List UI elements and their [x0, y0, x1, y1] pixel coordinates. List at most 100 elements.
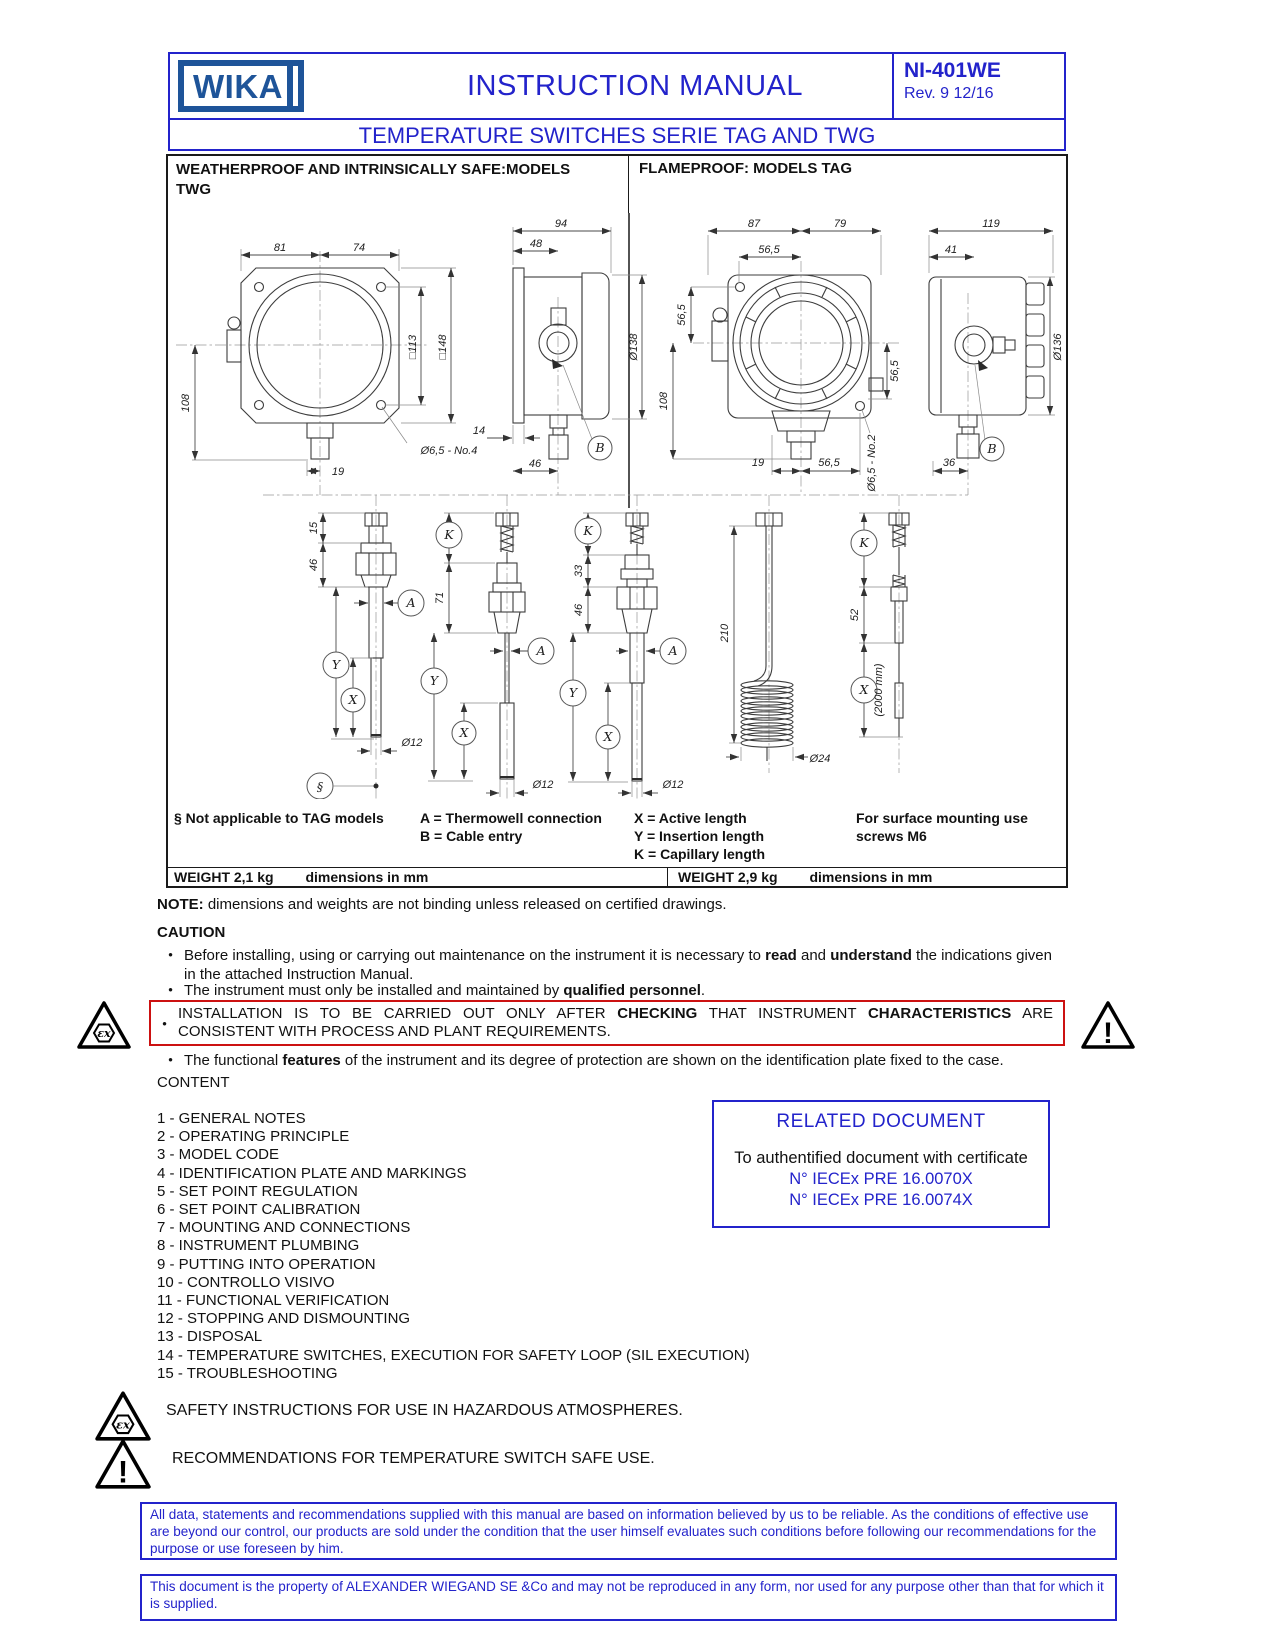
svg-text:56,5: 56,5 — [758, 244, 780, 256]
content-item: 2 - OPERATING PRINCIPLE — [157, 1128, 350, 1146]
legend-mount-2: screws M6 — [856, 828, 927, 844]
legend-mounting: For surface mounting use screws M6 — [856, 809, 1028, 845]
disclaimer-box: All data, statements and recommendations… — [140, 1502, 1117, 1560]
note-label: NOTE: — [157, 896, 204, 913]
panel-header-left: WEATHERPROOF AND INTRINSICALLY SAFE:MODE… — [168, 156, 629, 213]
technical-drawings: 81 74 108 □113 □148 19 Ø6,5 - No.4 — [176, 213, 1064, 799]
probe-remote-capillary: K 52 X (2000 mm) — [849, 495, 910, 773]
safety-instructions-line: SAFETY INSTRUCTIONS FOR USE IN HAZARDOUS… — [166, 1402, 683, 1419]
svg-text:§: § — [317, 779, 324, 794]
content-item: 9 - PUTTING INTO OPERATION — [157, 1255, 376, 1273]
svg-text:46: 46 — [573, 603, 585, 616]
svg-text:87: 87 — [748, 218, 761, 230]
dims-note-right: dimensions in mm — [809, 869, 933, 885]
logo-cell: WIKA — [170, 54, 378, 118]
certificate-number-2: N° IECEx PRE 16.0074X — [789, 1191, 973, 1209]
probe-thermowell-union: K 33 46 A Y X Ø12 — [559, 495, 687, 799]
content-item: 8 - INSTRUMENT PLUMBING — [157, 1237, 360, 1255]
weight-row: WEIGHT 2,1 kg dimensions in mm WEIGHT 2,… — [168, 867, 1066, 887]
svg-text:(2000 mm): (2000 mm) — [873, 663, 885, 717]
caution-bullet-1-text: Before installing, using or carrying out… — [184, 947, 1052, 983]
svg-text:□113: □113 — [407, 334, 419, 359]
svg-text:Ø24: Ø24 — [809, 753, 831, 765]
svg-text:71: 71 — [434, 592, 446, 604]
svg-text:108: 108 — [658, 391, 670, 410]
legend-a: A = Thermowell connection — [420, 810, 602, 826]
doc-number: NI-401WE — [904, 59, 1001, 82]
wika-logo-bar — [286, 66, 293, 106]
twg-front-view: 81 74 108 □113 □148 19 Ø6,5 - No.4 — [176, 242, 477, 495]
svg-text:X: X — [603, 729, 614, 744]
svg-text:14: 14 — [473, 425, 485, 437]
tag-side-view: 119 41 Ø136 36 B — [928, 218, 1064, 495]
recommendations-line: RECOMMENDATIONS FOR TEMPERATURE SWITCH S… — [172, 1450, 655, 1467]
probe-thermowell-plain: 15 46 A Y X § Ø12 — [306, 495, 425, 799]
svg-text:X: X — [348, 692, 359, 707]
dims-note-left: dimensions in mm — [305, 869, 429, 885]
wika-logo: WIKA — [178, 60, 304, 112]
content-item: 5 - SET POINT REGULATION — [157, 1182, 358, 1200]
svg-text:Ø6,5 - No.4: Ø6,5 - No.4 — [420, 445, 478, 457]
svg-text:Ø12: Ø12 — [662, 779, 684, 791]
svg-text:K: K — [582, 523, 593, 538]
content-item: 14 - TEMPERATURE SWITCHES, EXECUTION FOR… — [157, 1346, 750, 1364]
caution-bullet-2: • The instrument must only be installed … — [157, 982, 1065, 1001]
header-table: WIKA INSTRUCTION MANUAL NI-401WE Rev. 9 … — [168, 52, 1066, 151]
ex-atex-warning-icon: εx — [95, 1391, 151, 1441]
bullet-dot: • — [168, 1052, 173, 1067]
note-line: NOTE: dimensions and weights are not bin… — [157, 896, 1069, 915]
probe-capillary-bulb: K 71 A Y X Ø12 — [420, 495, 555, 799]
twg-side-view: 94 48 14 46 Ø138 B — [473, 218, 647, 495]
legend-b: B = Cable entry — [420, 828, 523, 844]
panel-header-row: WEATHERPROOF AND INTRINSICALLY SAFE:MODE… — [168, 156, 1066, 213]
panel-header-right: FLAMEPROOF: MODELS TAG — [639, 160, 853, 177]
header-row-1: WIKA INSTRUCTION MANUAL NI-401WE Rev. 9 … — [170, 54, 1064, 120]
legend-xyk: X = Active length Y = Insertion length K… — [634, 809, 765, 863]
caution-title: CAUTION — [157, 924, 226, 941]
svg-text:X: X — [459, 725, 470, 740]
content-item: 12 - STOPPING AND DISMOUNTING — [157, 1310, 411, 1328]
svg-text:!: ! — [118, 1455, 128, 1490]
svg-text:46: 46 — [529, 458, 542, 470]
caution-bullet-4: • The functional features of the instrum… — [157, 1052, 1065, 1071]
svg-text:56,5: 56,5 — [818, 457, 840, 469]
svg-text:81: 81 — [274, 242, 286, 254]
svg-text:A: A — [535, 643, 545, 658]
wika-logo-text: WIKA — [193, 67, 283, 105]
probe-coiled-capillary: 210 Ø24 — [719, 495, 830, 773]
svg-text:36: 36 — [943, 457, 956, 469]
related-document-box: RELATED DOCUMENT To authentified documen… — [712, 1100, 1050, 1228]
caution-bullet-3-text: INSTALLATION IS TO BE CARRIED OUT ONLY A… — [178, 1004, 1053, 1041]
legend-note-sign: § Not applicable to TAG models — [174, 810, 384, 826]
svg-text:210: 210 — [719, 623, 731, 643]
weight-right-cell: WEIGHT 2,9 kg dimensions in mm — [668, 868, 1066, 887]
svg-text:19: 19 — [332, 466, 344, 478]
exclamation-warning-icon: ! — [95, 1439, 151, 1490]
svg-text:□148: □148 — [437, 334, 449, 360]
legend-ab: A = Thermowell connection B = Cable entr… — [420, 809, 602, 845]
svg-text:Ø6,5 - No.2: Ø6,5 - No.2 — [866, 435, 878, 493]
content-item: 1 - GENERAL NOTES — [157, 1110, 306, 1127]
svg-text:19: 19 — [752, 457, 764, 469]
svg-text:108: 108 — [180, 393, 192, 412]
svg-text:K: K — [858, 535, 869, 550]
document-title: INSTRUCTION MANUAL — [466, 69, 804, 102]
related-document-line: To authentified document with certificat… — [734, 1149, 1028, 1167]
legend-x: X = Active length — [634, 810, 747, 826]
svg-text:Y: Y — [430, 673, 440, 688]
doc-number-cell: NI-401WE Rev. 9 12/16 — [892, 54, 1064, 118]
tag-front-view: 87 79 56,5 56,5 108 56,5 19 56,5 — [658, 218, 901, 495]
svg-text:94: 94 — [555, 218, 567, 230]
svg-text:Ø12: Ø12 — [401, 737, 423, 749]
note-text: dimensions and weights are not binding u… — [203, 896, 727, 913]
svg-text:74: 74 — [353, 242, 365, 254]
content-item: 13 - DISPOSAL — [157, 1328, 263, 1346]
content-title: CONTENT — [157, 1074, 230, 1091]
svg-text:33: 33 — [573, 564, 585, 577]
weight-right: WEIGHT 2,9 kg — [678, 869, 778, 885]
caution-bullet-4-text: The functional features of the instrumen… — [184, 1052, 1004, 1069]
content-item: 4 - IDENTIFICATION PLATE AND MARKINGS — [157, 1164, 467, 1182]
svg-text:Y: Y — [569, 685, 579, 700]
legend-k: K = Capillary length — [634, 846, 766, 862]
